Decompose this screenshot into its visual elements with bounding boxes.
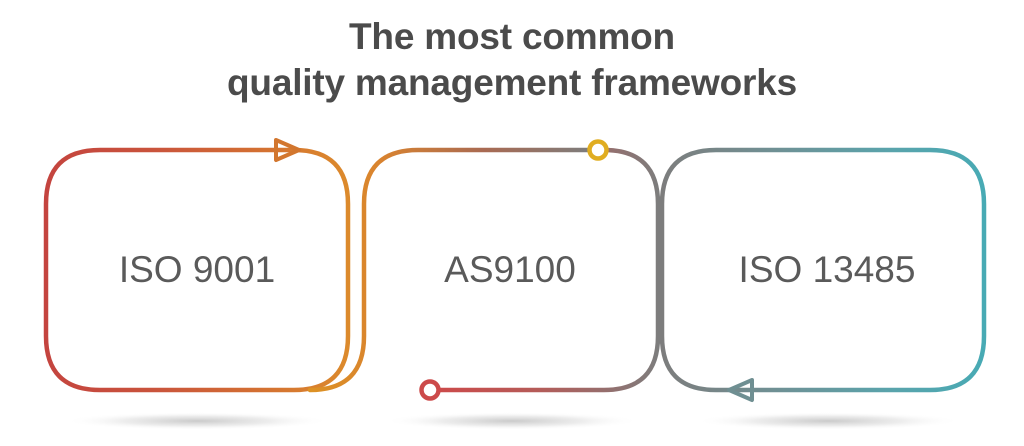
arrow-left-icon: [727, 378, 754, 402]
card-iso-13485[interactable]: [659, 147, 987, 402]
card-3-path: [659, 147, 987, 393]
card-1-path: [43, 147, 351, 393]
card-label-iso-9001: ISO 9001: [118, 249, 276, 290]
card-2-path-lower: [435, 147, 661, 393]
card-label-iso-13485: ISO 13485: [738, 249, 916, 290]
card-iso-9001[interactable]: [43, 138, 351, 393]
card-2-path-upper: [307, 147, 593, 393]
page-title: The most common quality management frame…: [0, 14, 1024, 106]
title-line-1: The most common: [349, 16, 675, 57]
circle-endpoint-red-icon: [419, 379, 441, 401]
circle-endpoint-yellow-icon: [587, 139, 609, 161]
card-as9100[interactable]: [307, 139, 661, 401]
arrow-right-icon: [274, 138, 301, 162]
title-line-2: quality management frameworks: [227, 62, 797, 103]
card-label-as9100: AS9100: [444, 249, 576, 290]
